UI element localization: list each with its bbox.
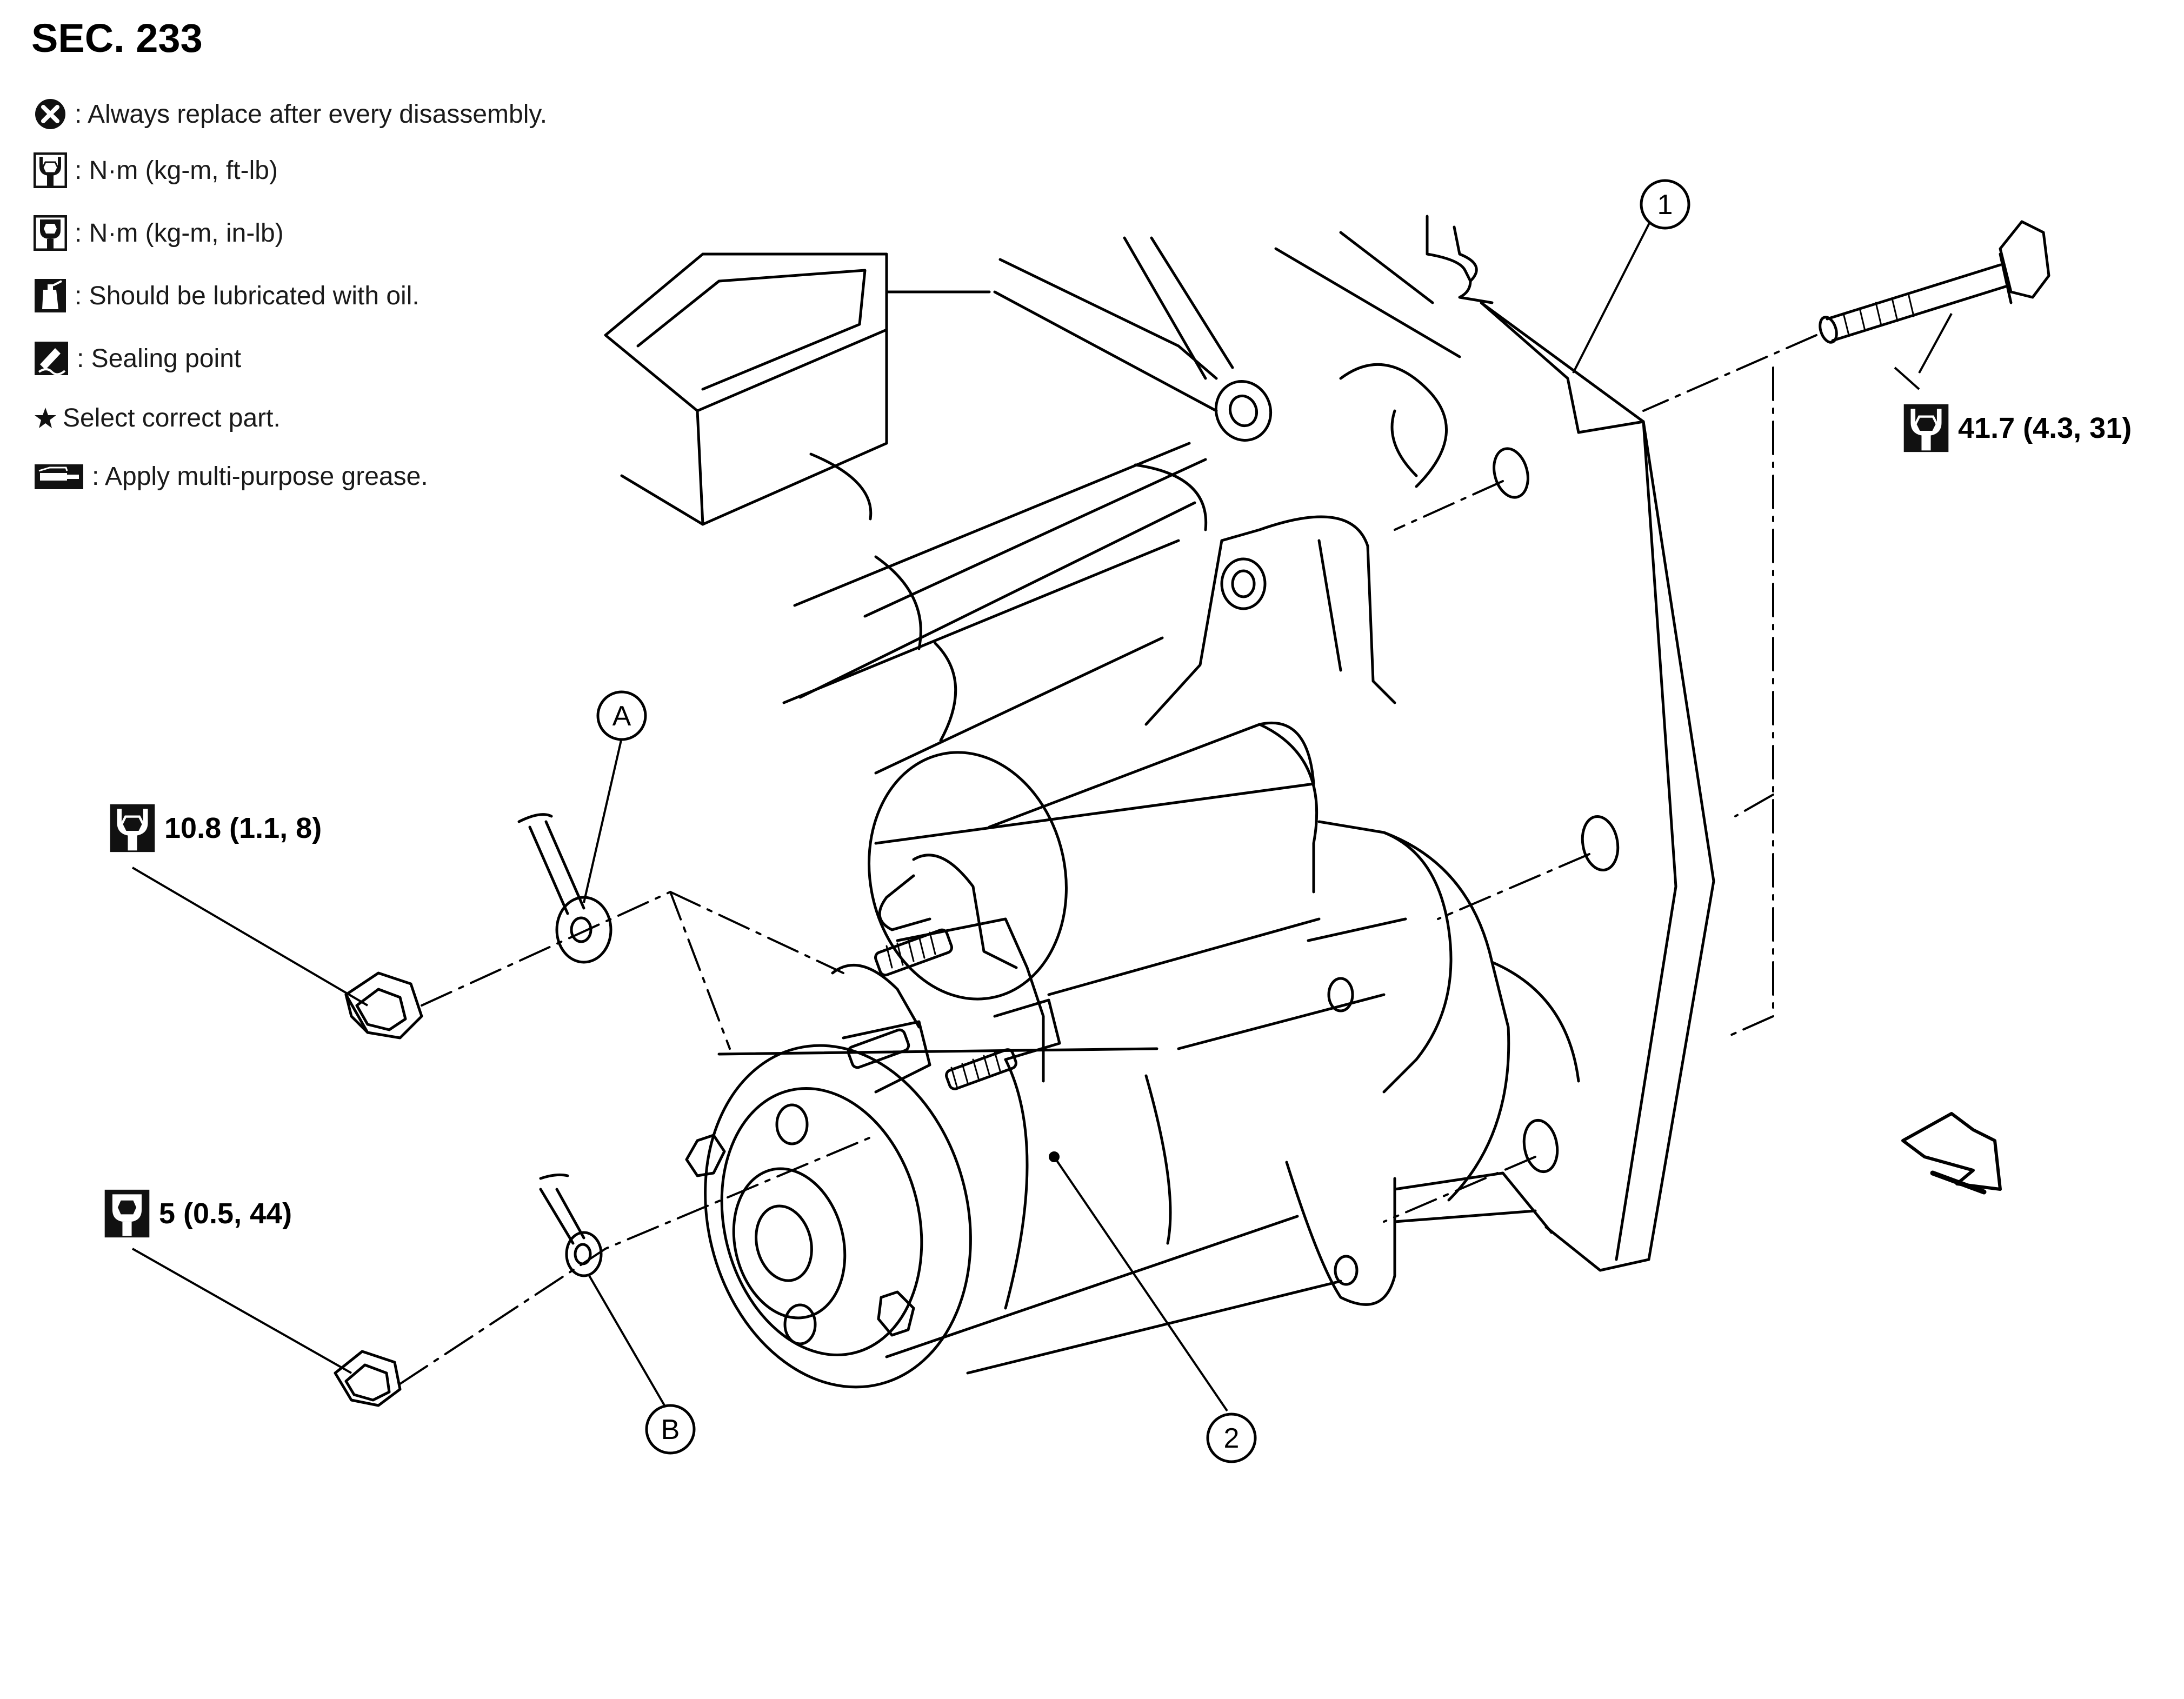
engine-block-outline: [604, 231, 1461, 775]
transmission-housing: [1339, 215, 1715, 1272]
legend-torque-in-lb-text: : N·m (kg-m, in-lb): [75, 218, 284, 248]
part2-pointer-dot: [1049, 1151, 1060, 1162]
callout-part2: 2: [1206, 1412, 1257, 1463]
terminal-a: [517, 813, 612, 964]
legend-row-torque-in-lb: : N·m (kg-m, in-lb): [34, 215, 284, 251]
leader-part1: [1572, 213, 1655, 374]
callout-terminal-b-label: B: [661, 1414, 680, 1445]
star-icon: [35, 407, 56, 428]
nut-a: [344, 971, 423, 1040]
callout-terminal-a-label: A: [612, 701, 631, 732]
nut-b-torque-spec: 5 (0.5, 44): [103, 1188, 292, 1239]
legend-grease-text: : Apply multi-purpose grease.: [92, 462, 428, 491]
grease-icon: [35, 464, 83, 489]
torque-ft-lb-icon: [110, 804, 155, 852]
legend-row-oil: : Should be lubricated with oil.: [34, 278, 420, 314]
legend-row-replace: : Always replace after every disassembly…: [34, 97, 547, 131]
oil-can-icon: [35, 279, 66, 312]
legend-star-text: Select correct part.: [63, 404, 281, 432]
sealing-point-icon: [35, 342, 68, 376]
leader-terminal-b: [588, 1275, 669, 1412]
callout-part1: 1: [1640, 179, 1690, 230]
torque-in-lb-icon: [34, 215, 67, 251]
leader-nut-b: [132, 1248, 352, 1374]
front-direction-arrow: [1901, 1112, 2002, 1195]
legend-replace-text: : Always replace after every disassembly…: [75, 99, 548, 129]
legend-row-sealing: : Sealing point: [34, 341, 241, 376]
mounting-bolt: [1819, 220, 2050, 344]
bolt-torque-value: 41.7 (4.3, 31): [1958, 412, 2132, 444]
torque-ft-lb-icon: [1903, 404, 1949, 452]
nut-b: [334, 1350, 402, 1407]
nut-b-torque-value: 5 (0.5, 44): [159, 1197, 292, 1230]
legend-row-star: Select correct part.: [34, 403, 281, 433]
callout-terminal-a: A: [596, 690, 647, 741]
leader-bolt-torque: [1894, 367, 1920, 390]
legend-row-grease: : Apply multi-purpose grease.: [34, 462, 428, 491]
replace-icon: [35, 99, 65, 129]
leader-part2: [1053, 1156, 1228, 1412]
legend-sealing-text: : Sealing point: [77, 344, 242, 373]
terminal-b: [539, 1173, 603, 1277]
section-title: SEC. 233: [31, 16, 203, 61]
torque-in-lb-icon: [104, 1189, 150, 1238]
starter-motor: [685, 515, 1580, 1389]
torque-ft-lb-icon: [34, 152, 67, 188]
leader-terminal-a: [583, 737, 623, 903]
bolt-torque-spec: 41.7 (4.3, 31): [1902, 403, 2132, 454]
assembly-lines: [399, 334, 1817, 1385]
leader-bolt: [1918, 313, 1953, 374]
callout-terminal-b: B: [645, 1404, 696, 1455]
leader-nut-a: [131, 867, 369, 1007]
nut-a-torque-spec: 10.8 (1.1, 8): [108, 803, 322, 854]
callout-part2-label: 2: [1224, 1423, 1240, 1454]
legend-torque-ft-lb-text: : N·m (kg-m, ft-lb): [75, 156, 278, 185]
callout-part1-label: 1: [1657, 189, 1673, 221]
legend-row-torque-ft-lb: : N·m (kg-m, ft-lb): [34, 152, 278, 188]
legend-oil-text: : Should be lubricated with oil.: [75, 281, 420, 310]
nut-a-torque-value: 10.8 (1.1, 8): [164, 812, 322, 844]
